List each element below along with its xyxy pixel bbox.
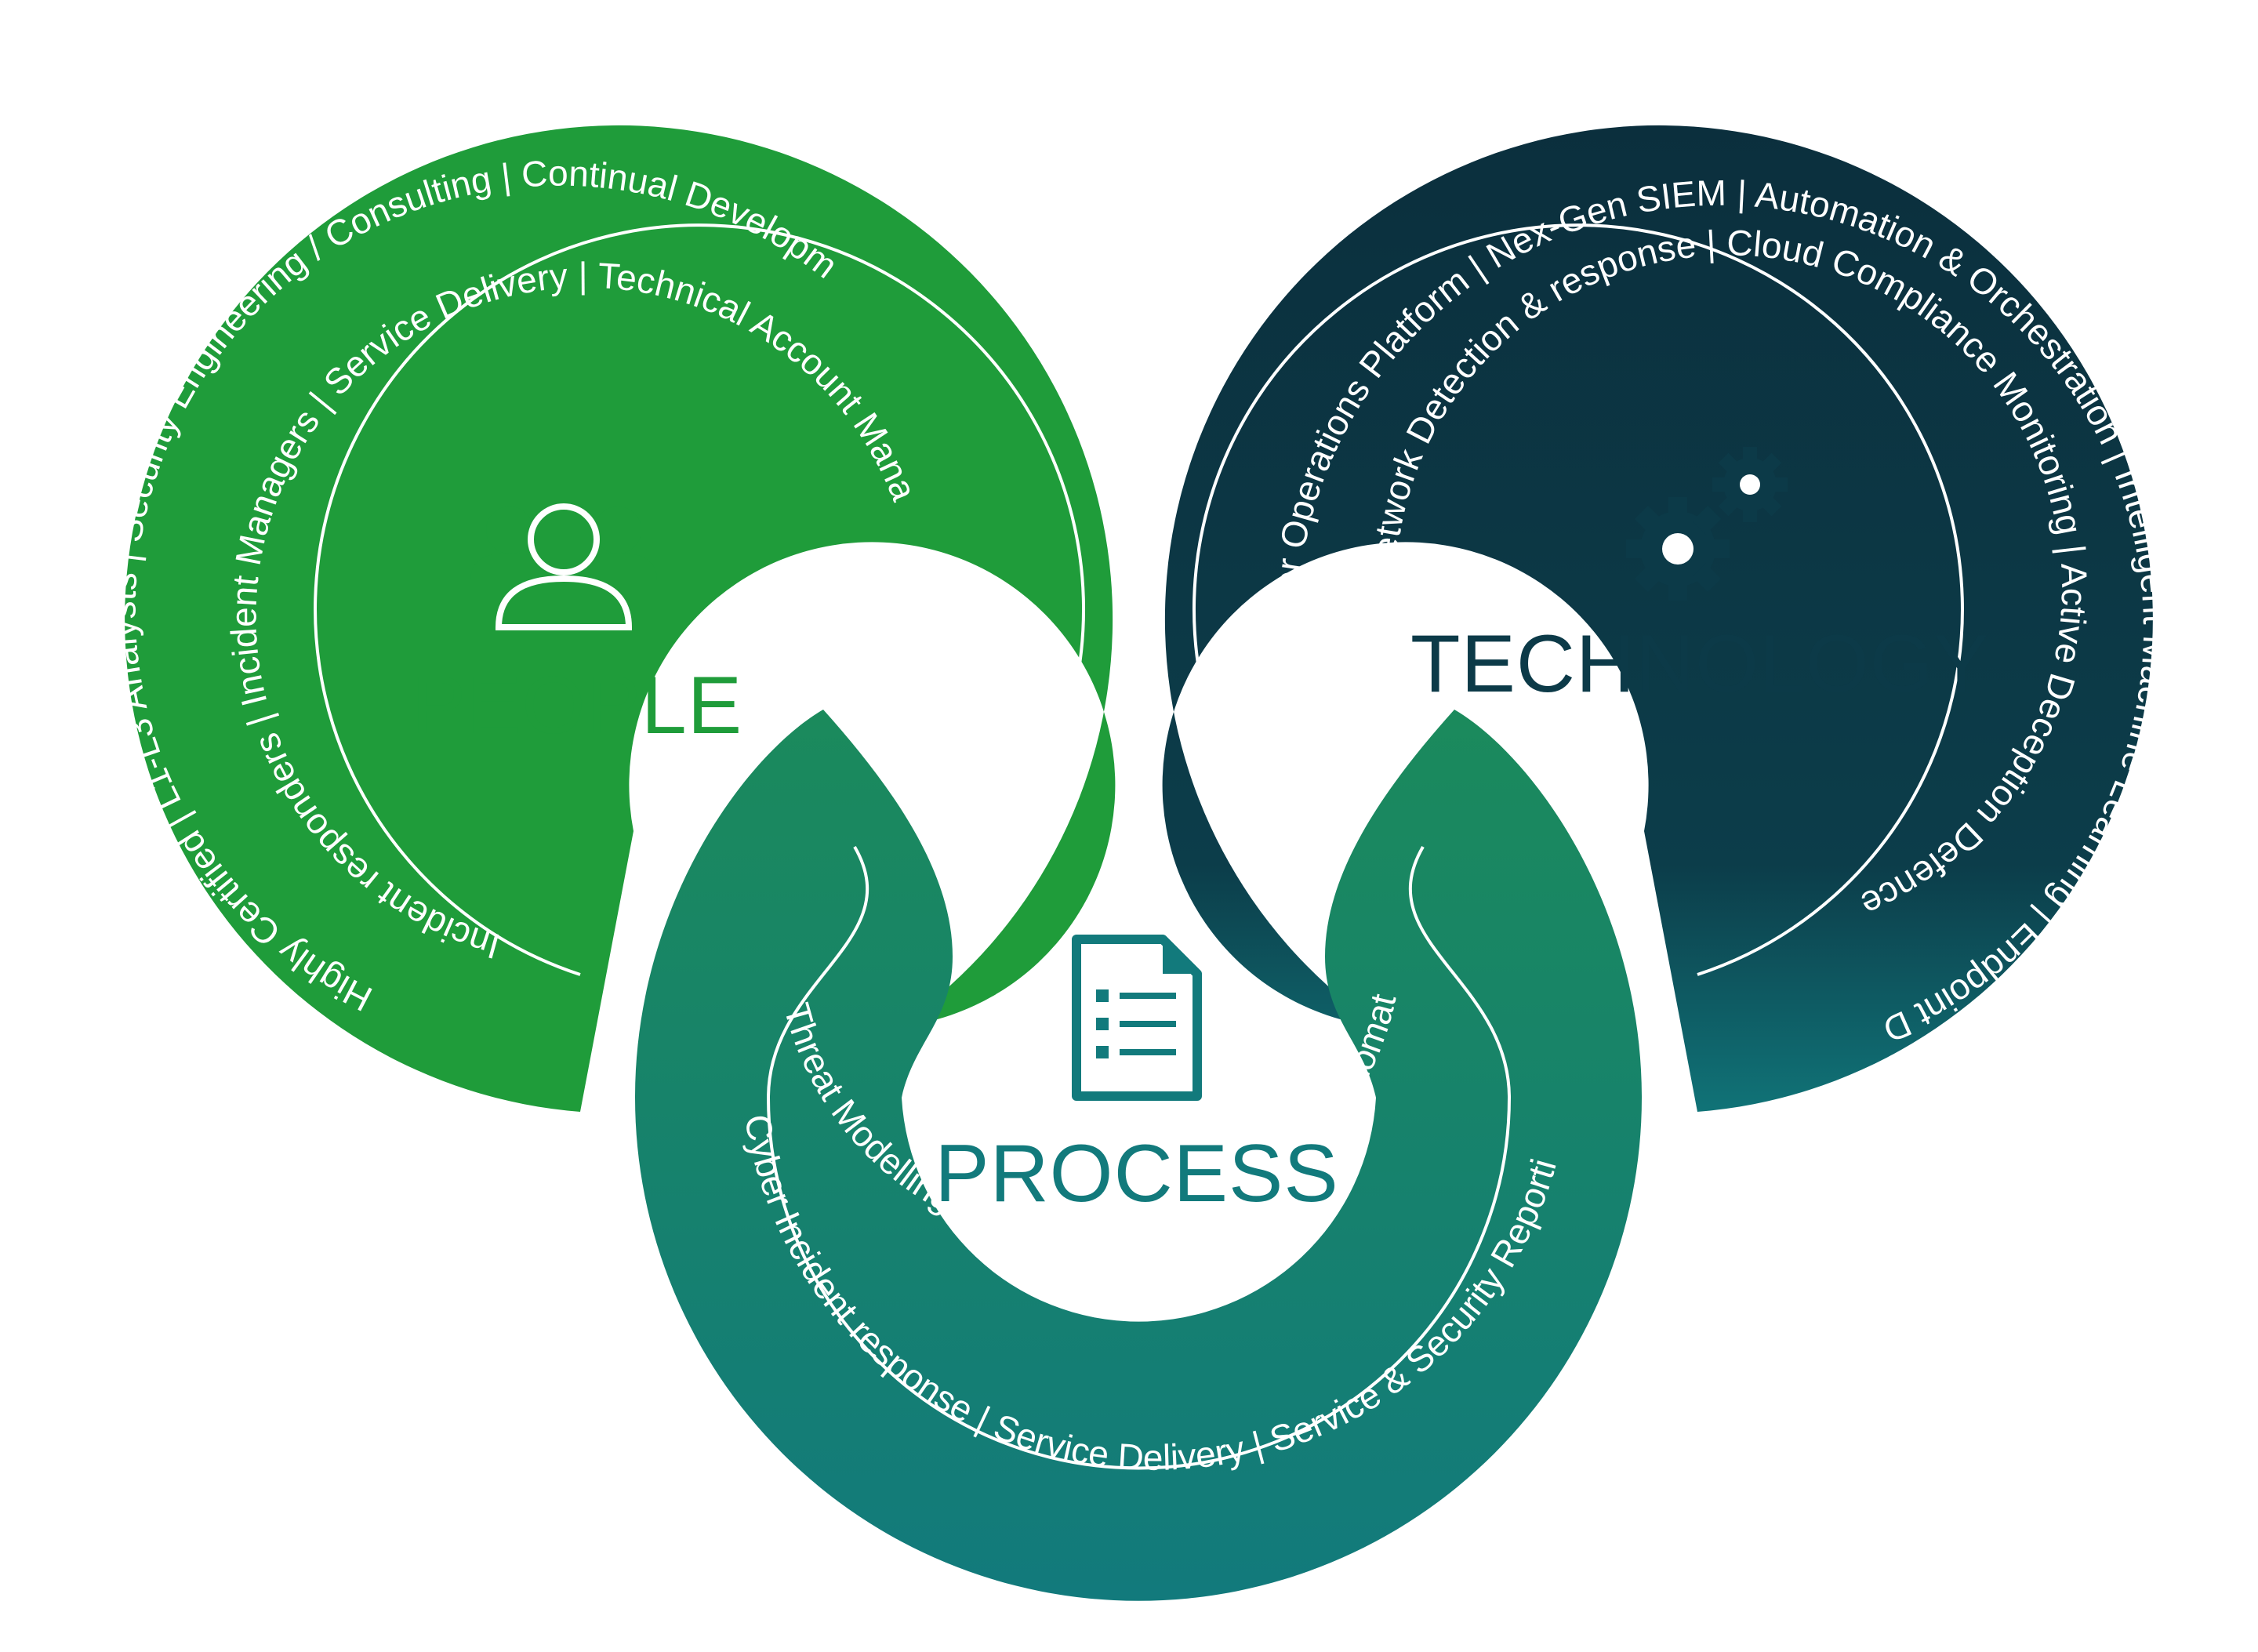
process-divider <box>766 845 1512 1470</box>
people-label: PEOPLE <box>412 660 742 751</box>
process-label: PROCESS <box>935 1128 1339 1219</box>
gears-icon <box>1626 447 1788 601</box>
people-divider <box>314 223 1086 976</box>
technology-divider <box>1192 223 1964 976</box>
document-checklist-icon <box>1072 935 1202 1101</box>
process-ring <box>635 710 1642 1601</box>
people-group-icon <box>470 503 657 630</box>
technology-label: TECHNOLOGY <box>1410 619 1989 710</box>
technology-ring <box>1162 125 2153 1112</box>
